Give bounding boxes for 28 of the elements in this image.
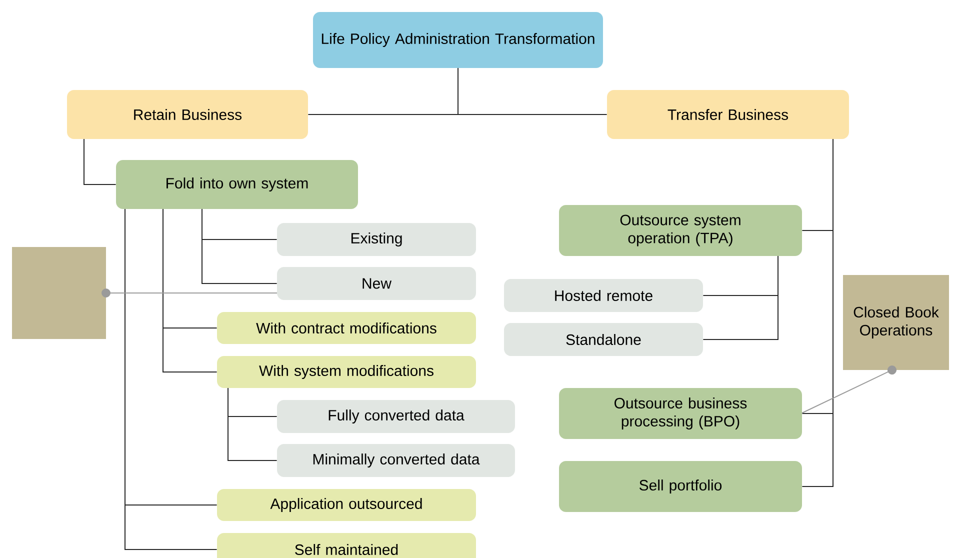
note-box [12, 247, 106, 339]
option-box: Fold into own system [116, 160, 358, 209]
category-box: Transfer Business [607, 90, 849, 139]
note-box: Closed Book Operations [843, 275, 949, 370]
connector-line [162, 208, 218, 372]
option-box: With system modifications [217, 356, 476, 388]
option-box: Standalone [504, 323, 703, 356]
leader-line [802, 366, 896, 414]
connector-line [702, 256, 778, 340]
leader-line [102, 288, 278, 298]
option-box: Existing [277, 223, 476, 256]
option-box: Self maintained [217, 533, 476, 558]
option-box: Outsource system operation (TPA) [559, 205, 802, 256]
option-box: Application outsourced [217, 489, 476, 521]
category-box: Retain Business [67, 90, 308, 139]
title-box: Life Policy Administration Transformation [313, 12, 603, 68]
option-box: New [277, 267, 476, 300]
option-box: Minimally converted data [277, 444, 515, 477]
option-box: Hosted remote [504, 279, 703, 312]
option-box: Outsource business processing (BPO) [559, 388, 802, 439]
option-box: Fully converted data [277, 400, 515, 433]
connector-line [228, 388, 278, 461]
connector-line [802, 138, 834, 487]
option-box: With contract modifications [217, 312, 476, 344]
connector-line [202, 208, 278, 284]
connector-line [458, 68, 608, 115]
connector-line [84, 138, 116, 185]
option-box: Sell portfolio [559, 461, 802, 512]
